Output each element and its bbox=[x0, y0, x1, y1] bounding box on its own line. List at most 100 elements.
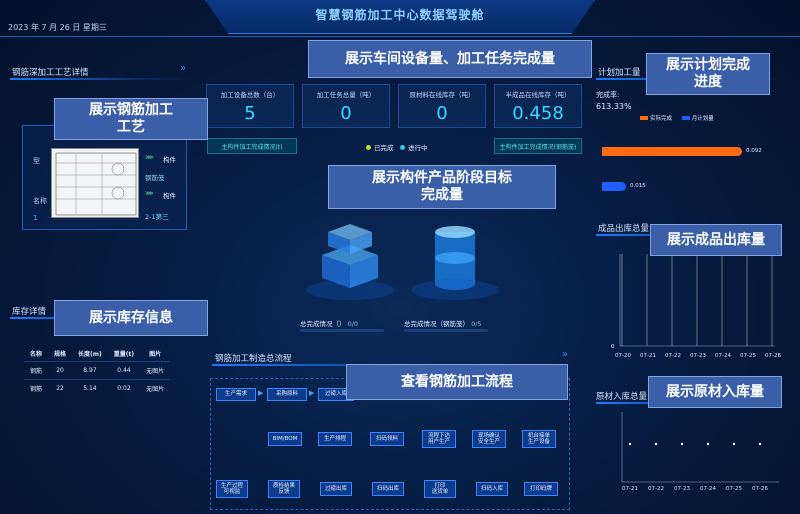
legend-actual: 实际完成 bbox=[650, 116, 673, 122]
raw-chart bbox=[614, 408, 784, 486]
table-row[interactable]: 钢筋 20 8.97 0.44 无图片 bbox=[24, 361, 171, 380]
callout-flow: 查看钢筋加工流程 bbox=[346, 364, 568, 400]
flow-step[interactable]: 打印码牌 bbox=[524, 482, 558, 496]
progress-left-value: 0/0 bbox=[347, 320, 359, 328]
flow-step[interactable]: 质检结果 反馈 bbox=[268, 480, 300, 498]
flow-step[interactable]: 过磅出库 bbox=[320, 482, 352, 496]
legend-done-label: 已完成 bbox=[374, 144, 394, 152]
callout-equipment: 展示车间设备量、加工任务完成量 bbox=[308, 40, 592, 78]
y-zero-tick: 0 bbox=[611, 344, 615, 350]
stat-value: 5 bbox=[244, 103, 256, 124]
panel-underline bbox=[10, 78, 190, 80]
chevron-right-icon[interactable]: » bbox=[180, 63, 187, 74]
callout-inventory: 展示库存信息 bbox=[54, 300, 208, 336]
process-panel-title: 钢筋深加工工艺详情 bbox=[12, 68, 89, 78]
plan-rate-label: 完成率: bbox=[596, 91, 620, 99]
cell: 20 bbox=[48, 361, 73, 380]
tag-icon: ⋙ bbox=[145, 190, 154, 197]
stat-value: 0 bbox=[340, 103, 352, 124]
x-tick: 07-25 bbox=[726, 486, 742, 492]
stat-value: 0 bbox=[436, 103, 448, 124]
raw-points bbox=[628, 442, 762, 446]
x-tick: 07-26 bbox=[752, 486, 768, 492]
progress-right-label: 总完成情况（钢筋笼） bbox=[404, 320, 469, 328]
drawing-sketch bbox=[55, 152, 137, 216]
plan-value: 0.015 bbox=[630, 183, 646, 189]
cell: 22 bbox=[48, 379, 73, 397]
x-tick: 07-21 bbox=[640, 353, 656, 359]
callout-process: 展示钢筋加工 工艺 bbox=[54, 98, 208, 140]
col-name: 名称 bbox=[30, 351, 43, 358]
cell: 无图片 bbox=[140, 361, 171, 380]
cell: 5.14 bbox=[72, 379, 108, 397]
header-bar bbox=[205, 0, 595, 34]
col-length: 长度(m) bbox=[78, 351, 102, 358]
flow-step[interactable]: 流程下达 用户生产 bbox=[422, 430, 456, 448]
process-card: 型 名称 1 ⋙ 构件 钢筋笼 ⋙ 构件 2-1第三 bbox=[22, 125, 187, 230]
plan-legend: 实际完成 月计划量 bbox=[640, 114, 714, 122]
plan-bar bbox=[602, 182, 626, 191]
tag-icon: ⋙ bbox=[145, 154, 154, 161]
gridlines bbox=[621, 254, 773, 346]
progress-right: 总完成情况（钢筋笼） 0/5 bbox=[404, 318, 482, 328]
inventory-table-wrap: 名称 规格 长度(m) 重量(t) 图片 钢筋 20 8.97 0.44 无图片… bbox=[24, 346, 171, 397]
flow-step[interactable]: 现场确认 安全生产 bbox=[472, 430, 506, 448]
flow-step[interactable]: 机台接单 生产设备 bbox=[522, 430, 556, 448]
callout-plan: 展示计划完成 进度 bbox=[646, 53, 770, 95]
stat-label: 原材料在线库存（吨） bbox=[409, 91, 475, 99]
flow-step[interactable]: 打印 送货单 bbox=[424, 480, 456, 498]
x-tick: 07-23 bbox=[690, 353, 706, 359]
col-weight: 重量(t) bbox=[113, 351, 135, 358]
callout-output: 展示成品出库量 bbox=[650, 224, 782, 256]
flow-step[interactable]: 生产过程 可视监 bbox=[216, 480, 248, 498]
raw-chart-title: 原材入库总量 bbox=[596, 392, 648, 402]
col-image: 图片 bbox=[149, 351, 162, 358]
flow-step[interactable]: 扫码入库 bbox=[476, 482, 508, 496]
stat-label: 加工任务总量（吨） bbox=[316, 91, 376, 99]
cell: 钢筋 bbox=[24, 379, 49, 397]
legend-doing-label: 进行中 bbox=[408, 144, 428, 152]
chevron-right-icon[interactable]: » bbox=[562, 349, 569, 360]
stat-raw-stock: 原材料在线库存（吨） 0 bbox=[398, 84, 486, 128]
cell: 0.44 bbox=[107, 361, 141, 380]
progress-left-label: 总完成情况（） bbox=[300, 320, 346, 328]
cell: 8.97 bbox=[72, 361, 108, 380]
flow-step[interactable]: 采购原料 bbox=[267, 388, 307, 401]
table-header-row: 名称 规格 长度(m) 重量(t) 图片 bbox=[24, 346, 170, 362]
legend-doing: 进行中 bbox=[400, 142, 428, 152]
tag-component-1: 构件 bbox=[163, 156, 176, 164]
flow-step[interactable]: 扫码出库 bbox=[372, 482, 404, 496]
legend-plan: 月计划量 bbox=[691, 116, 714, 122]
dot-icon bbox=[400, 145, 405, 150]
stat-equipment: 加工设备总数（台） 5 bbox=[206, 84, 294, 128]
flow-step[interactable]: 生产需求 bbox=[216, 388, 256, 401]
cylinder-stack-icon bbox=[411, 226, 499, 300]
progress-right-bar bbox=[404, 329, 488, 332]
date-label: 2023 年 7 月 26 日 星期三 bbox=[8, 23, 107, 32]
x-tick: 07-26 bbox=[765, 353, 781, 359]
flow-step[interactable]: 生产排程 bbox=[318, 432, 352, 446]
callout-component: 展示构件产品阶段目标 完成量 bbox=[328, 165, 556, 209]
x-tick: 07-23 bbox=[674, 486, 690, 492]
cell: 无图片 bbox=[140, 379, 171, 397]
flow-title: 钢筋加工制造总流程 bbox=[215, 354, 292, 364]
process-index: 1 bbox=[33, 214, 38, 222]
process-drawing-image[interactable] bbox=[51, 148, 139, 218]
x-tick: 07-24 bbox=[700, 486, 716, 492]
plan-rate-value: 613.33% bbox=[596, 102, 632, 111]
output-chart-svg bbox=[619, 254, 775, 347]
table-row[interactable]: 钢筋 22 5.14 0.02 无图片 bbox=[24, 379, 171, 397]
flow-step[interactable]: BIM/BOM bbox=[268, 432, 302, 446]
x-tick: 07-25 bbox=[740, 353, 756, 359]
cell: 0.02 bbox=[107, 379, 141, 397]
actual-bar bbox=[602, 147, 742, 156]
x-tick: 07-20 bbox=[615, 353, 631, 359]
col-spec: 规格 bbox=[54, 351, 67, 358]
progress-left-bar bbox=[300, 329, 384, 332]
cage-component-button[interactable]: 主构件加工完成情况(钢筋笼) bbox=[494, 138, 582, 154]
flow-step[interactable]: 扫码领料 bbox=[370, 432, 404, 446]
main-component-button[interactable]: 主构件加工完成情况(t) bbox=[207, 138, 297, 154]
x-tick: 07-21 bbox=[622, 486, 638, 492]
tag-cage: 钢筋笼 bbox=[145, 174, 165, 182]
arrow-right-icon: ▶ bbox=[309, 389, 315, 397]
